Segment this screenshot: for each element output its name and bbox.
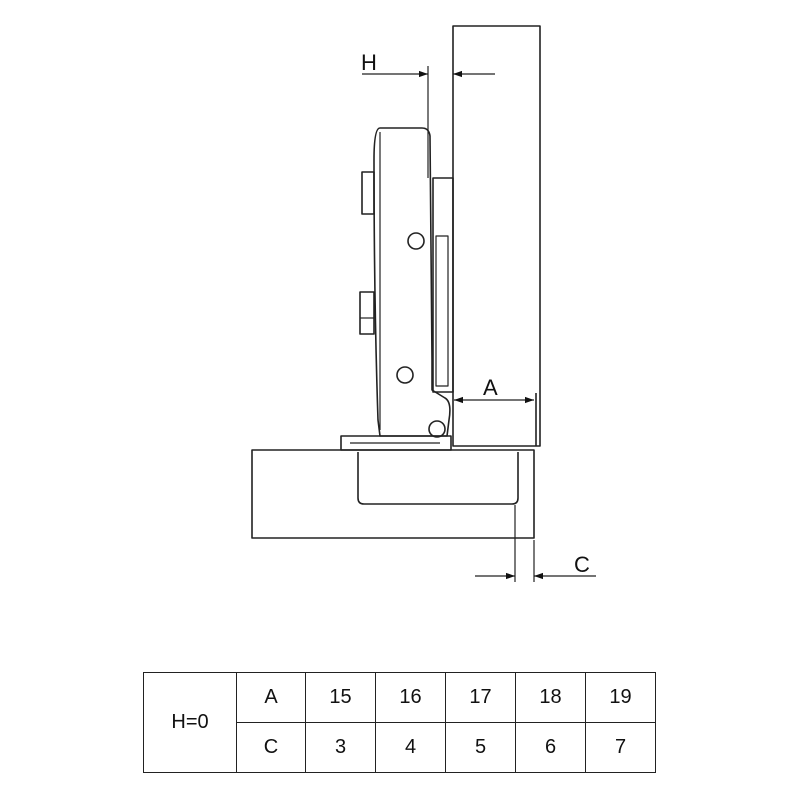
door-mount-plate (432, 177, 454, 393)
table-cell: 17 (445, 672, 516, 723)
hinge-cup (357, 452, 519, 505)
table-cell: 5 (445, 722, 516, 773)
table-cell: 19 (585, 672, 656, 723)
table-cell: 16 (375, 672, 446, 723)
hinge-arm (373, 127, 451, 437)
table-cell: 6 (515, 722, 586, 773)
h-label: H (361, 50, 377, 75)
pivot-pin-base (428, 420, 446, 438)
table-cell: 3 (305, 722, 376, 773)
condition-cell: H=0 (143, 672, 237, 773)
table-cell: 7 (585, 722, 656, 773)
screw-boss-middle (359, 291, 375, 335)
pivot-pin-upper (407, 232, 425, 250)
row-key-a: A (236, 672, 306, 723)
table-cell: 18 (515, 672, 586, 723)
pivot-pin-lower (396, 366, 414, 384)
door-mount-plate-inner (435, 235, 449, 387)
a-label: A (483, 375, 498, 400)
cabinet-panel (251, 449, 535, 539)
c-label: C (574, 552, 590, 577)
row-key-c: C (236, 722, 306, 773)
mounting-plate (340, 435, 452, 451)
table-row-a: H=0 A 15 16 17 18 19 (143, 672, 656, 773)
table-row-c: C 3 4 5 6 7 (144, 722, 656, 773)
table-cell: 15 (305, 672, 376, 723)
spec-table: H=0 A 15 16 17 18 19 C 3 4 5 6 7 (143, 672, 656, 773)
table-cell: 4 (375, 722, 446, 773)
screw-boss-top (361, 171, 375, 215)
